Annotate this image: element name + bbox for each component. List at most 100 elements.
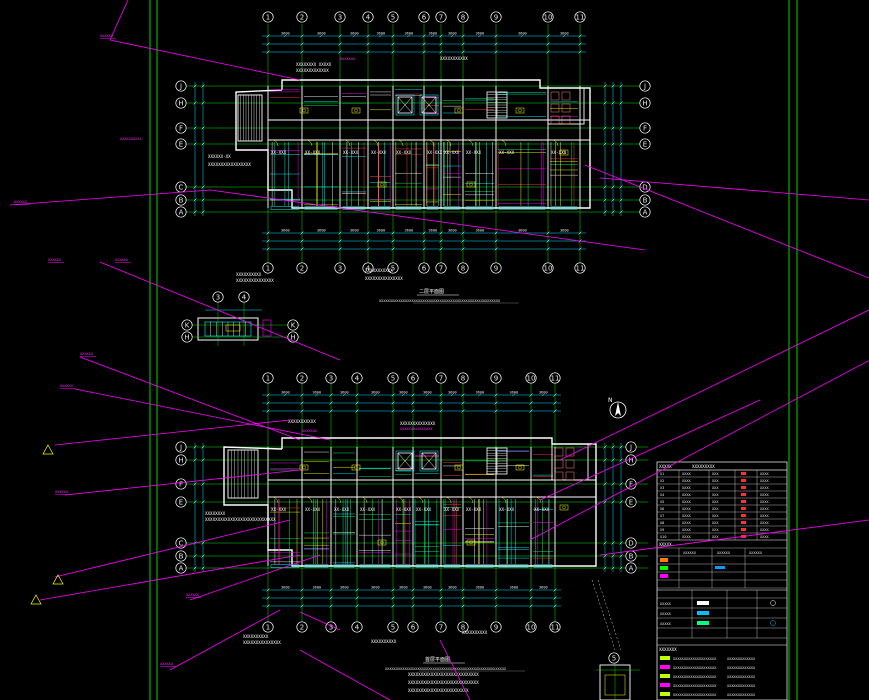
axis-bubble-left: H	[181, 331, 193, 343]
svg-text:XXXXXXX: XXXXXXX	[659, 647, 677, 652]
svg-text:3600: 3600	[371, 391, 380, 395]
svg-text:8: 8	[461, 374, 465, 382]
door-swing	[360, 496, 368, 504]
axis-bubble-bottom: 10	[542, 262, 554, 274]
svg-text:XXXX: XXXX	[760, 500, 769, 504]
svg-text:X7: X7	[660, 514, 664, 518]
door-swing	[271, 139, 279, 147]
axis-bubble-left: H	[175, 97, 187, 109]
svg-text:A: A	[179, 208, 184, 216]
axis-bubble-bottom: 5	[387, 262, 399, 274]
svg-text:XXX: XXX	[712, 479, 719, 483]
svg-text:3600: 3600	[510, 586, 519, 590]
svg-text:XXXXXX: XXXXXX	[60, 384, 74, 388]
svg-text:XXX: XXX	[712, 472, 719, 476]
svg-text:3600: 3600	[313, 391, 322, 395]
svg-text:A: A	[179, 564, 184, 572]
upper-floor-plan: 3600360036003600360036003600360036003600…	[175, 11, 651, 304]
svg-text:XXXXXXX: XXXXXXX	[340, 57, 356, 61]
axis-bubble-bottom: 6	[418, 262, 430, 274]
svg-text:XXXXXX-XX: XXXXXX-XX	[208, 154, 231, 159]
svg-text:J: J	[643, 82, 646, 90]
svg-text:X2: X2	[660, 479, 664, 483]
svg-text:3600: 3600	[560, 32, 569, 36]
svg-text:11: 11	[551, 374, 560, 382]
door-swing	[271, 496, 279, 504]
svg-text:XXXX: XXXX	[760, 507, 769, 511]
svg-text:XXXX: XXXX	[682, 514, 691, 518]
door-swing	[466, 139, 474, 147]
axis-bubble-top: 9	[490, 372, 502, 384]
svg-text:3600: 3600	[340, 586, 349, 590]
svg-text:5: 5	[391, 623, 395, 631]
axis-bubble-left: F	[175, 122, 187, 134]
svg-text:XX-XXX: XX-XXX	[416, 507, 432, 512]
svg-text:9: 9	[494, 374, 498, 382]
axis-bubble-right: E	[625, 496, 637, 508]
svg-text:3600: 3600	[399, 586, 408, 590]
svg-text:H: H	[184, 333, 189, 341]
axis-bubble-top: 1	[262, 11, 274, 23]
axis-bubble-top: 7	[435, 11, 447, 23]
axis-bubble-right: A	[639, 206, 651, 218]
svg-text:3600: 3600	[405, 32, 414, 36]
axis-bubble-left: E	[175, 496, 187, 508]
svg-text:X6: X6	[660, 507, 664, 511]
svg-text:XXXXXXXXXXXXX: XXXXXXXXXXXXX	[727, 693, 756, 697]
axis-bubble-left: A	[175, 206, 187, 218]
svg-text:XX-XXX: XX-XXX	[466, 150, 482, 155]
svg-text:3600: 3600	[377, 229, 386, 233]
axis-bubble-right: H	[639, 97, 651, 109]
svg-text:3600: 3600	[340, 391, 349, 395]
axis-bubble-bottom: 3	[334, 262, 346, 274]
svg-text:XX-XXX: XX-XXX	[396, 507, 412, 512]
door-swing	[499, 496, 507, 504]
svg-text:XXXXXXXXX: XXXXXXXXX	[692, 464, 715, 469]
svg-text:8: 8	[461, 13, 465, 21]
svg-text:XXXXXXXXXX: XXXXXXXXXX	[120, 137, 142, 141]
svg-text:E: E	[179, 498, 183, 506]
door-swing	[416, 496, 424, 504]
svg-text:3600: 3600	[281, 32, 290, 36]
revision-triangle	[42, 444, 54, 455]
svg-text:XX-XXX: XX-XXX	[551, 150, 567, 155]
svg-text:B: B	[179, 196, 184, 204]
svg-text:3600: 3600	[510, 391, 519, 395]
door-swing	[466, 496, 474, 504]
axis-bubble-bottom: 7	[435, 262, 447, 274]
svg-text:2: 2	[300, 374, 304, 382]
svg-text:XXXXXXXXXXXXXXXXXXXX: XXXXXXXXXXXXXXXXXXXX	[673, 657, 717, 661]
svg-text:X4: X4	[660, 493, 664, 497]
svg-text:3: 3	[329, 374, 333, 382]
svg-text:3: 3	[338, 13, 342, 21]
door-swing	[305, 496, 313, 504]
svg-text:XXXX: XXXX	[760, 514, 769, 518]
axis-bubble-right: A	[625, 562, 637, 574]
svg-text:XXXX: XXXX	[682, 521, 691, 525]
svg-text:XXXXXX: XXXXXX	[717, 551, 731, 555]
svg-text:XXXX: XXXX	[760, 493, 769, 497]
svg-text:3600: 3600	[405, 229, 414, 233]
door-swing	[396, 496, 404, 504]
svg-text:XXXXX: XXXXX	[660, 602, 672, 606]
svg-text:2: 2	[300, 264, 304, 272]
svg-text:7: 7	[439, 264, 443, 272]
svg-text:XX-XXX: XX-XXX	[343, 150, 359, 155]
svg-text:3600: 3600	[313, 586, 322, 590]
svg-text:6: 6	[422, 264, 427, 272]
svg-text:XXX: XXX	[712, 500, 719, 504]
svg-text:XXXXXX: XXXXXX	[749, 551, 763, 555]
svg-text:XXXXXXXXXXXXX: XXXXXXXXXXXXX	[727, 657, 756, 661]
svg-text:XX-XXX: XX-XXX	[305, 507, 321, 512]
svg-text:B: B	[629, 552, 634, 560]
svg-text:3: 3	[216, 293, 220, 301]
svg-text:11: 11	[551, 623, 560, 631]
svg-text:5: 5	[391, 13, 395, 21]
svg-text:XXXXX: XXXXX	[660, 612, 672, 616]
svg-text:F: F	[643, 124, 647, 132]
svg-text:3600: 3600	[518, 229, 527, 233]
svg-text:XXXX: XXXX	[760, 535, 769, 539]
svg-text:3600: 3600	[350, 229, 359, 233]
axis-bubble-bottom: 7	[435, 621, 447, 633]
